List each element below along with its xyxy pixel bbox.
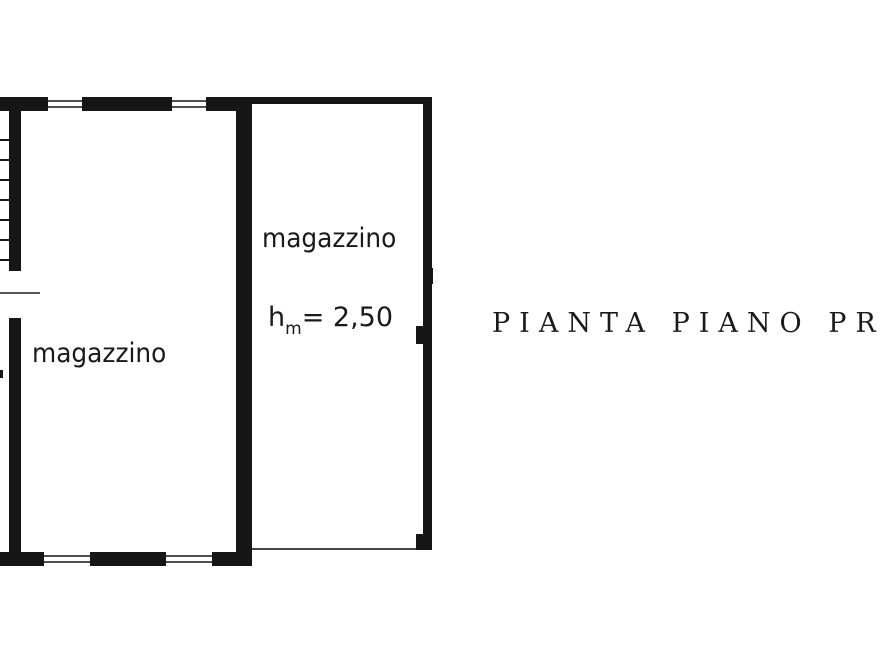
wall-stub-left — [0, 370, 3, 378]
annex-wall-top — [252, 97, 432, 104]
window-bottom-1 — [44, 552, 90, 566]
annex-wall-right — [423, 97, 432, 549]
room-label-left: magazzino — [32, 338, 167, 369]
height-subscript: m — [285, 319, 302, 339]
drawing-title: PIANTA PIANO PR — [492, 308, 885, 339]
wall-top-left — [0, 97, 252, 111]
annex-door-mark — [429, 268, 433, 284]
annex-pillar-bottom — [416, 534, 432, 550]
height-prefix: h — [268, 302, 286, 333]
wall-bottom-left — [0, 552, 252, 566]
stair-lines — [0, 139, 9, 261]
room-label-right: magazzino — [262, 223, 397, 254]
window-bottom-2 — [166, 552, 212, 566]
window-top-2 — [172, 97, 206, 111]
height-value: = 2,50 — [301, 302, 394, 333]
window-top-1 — [48, 97, 82, 111]
room-height-label: hm= 2,50 — [268, 302, 394, 339]
wall-partition — [236, 97, 252, 566]
wall-left-upper — [9, 111, 21, 271]
wall-left-lower — [9, 318, 21, 552]
annex-pillar-mid — [416, 326, 426, 344]
